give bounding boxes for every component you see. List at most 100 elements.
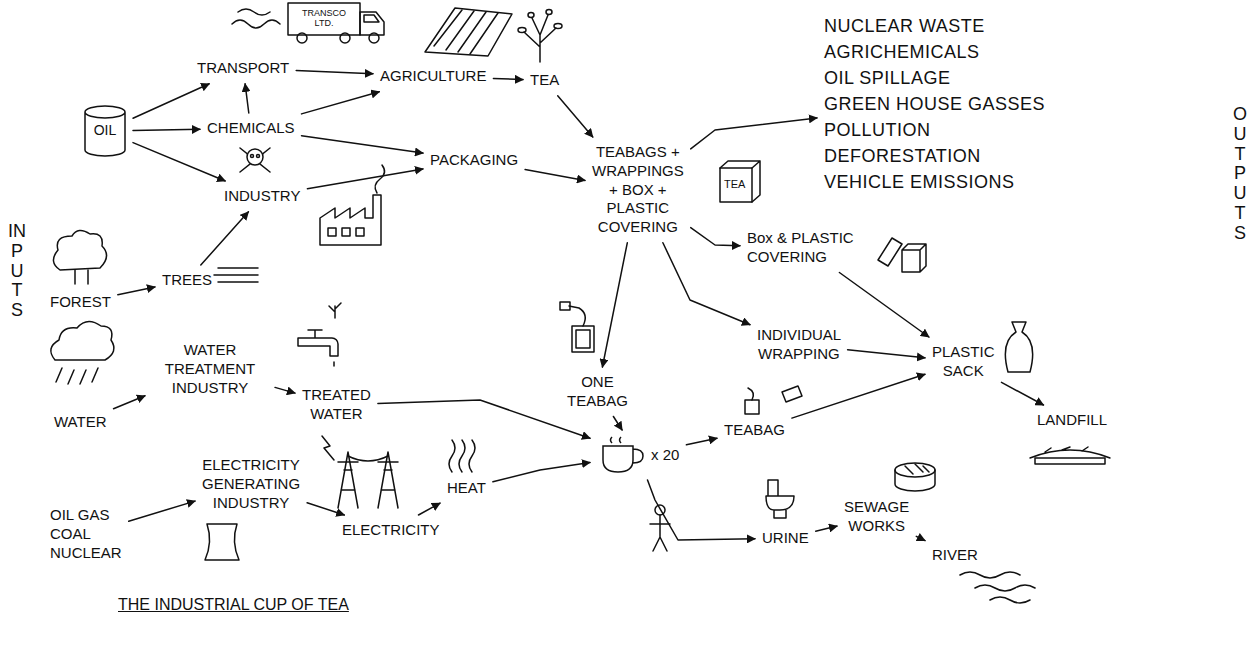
node-text: INDIVIDUAL WRAPPING — [757, 326, 841, 362]
flow-arrow — [307, 503, 344, 515]
flow-label: URINE — [760, 528, 811, 549]
node-text: RIVER — [932, 546, 978, 563]
flow-label: OIL GAS COAL NUCLEAR — [48, 505, 124, 563]
node-text: INDUSTRY — [224, 187, 300, 204]
flow-arrow — [493, 462, 590, 481]
flow-label: ELECTRICITY — [340, 520, 442, 541]
node-text: OIL — [94, 122, 117, 140]
node-text: SEWAGE WORKS — [844, 498, 909, 534]
flow-label: PACKAGING — [428, 150, 520, 171]
forest-drawing — [53, 230, 106, 284]
flow-label: AGRICULTURE — [378, 66, 488, 87]
flow-label: TEABAG — [722, 420, 787, 441]
impact-item: DEFORESTATION — [824, 143, 1045, 169]
node-text: FOREST — [50, 293, 111, 310]
landfill-drawing — [1030, 447, 1110, 464]
node-text: LANDFILL — [1037, 411, 1107, 428]
pylon-drawing — [322, 436, 398, 508]
box-lettering: TEA — [724, 178, 745, 191]
impact-item: OIL SPILLAGE — [824, 65, 1045, 91]
flow-label: CHEMICALS — [205, 118, 297, 139]
tea-cup: x 20 — [595, 435, 681, 475]
node-text: TRANSPORT — [197, 59, 289, 76]
heat-waves-drawing — [449, 440, 475, 472]
tap-drawing — [298, 303, 341, 366]
impact-item: POLLUTION — [824, 117, 1045, 143]
flow-arrow — [302, 92, 380, 114]
tea-box-drawing — [720, 161, 760, 202]
node-text: AGRICULTURE — [380, 67, 486, 84]
flow-label: TREATED WATER — [300, 385, 373, 425]
flow-label: LANDFILL — [1035, 410, 1109, 431]
flow-arrow — [663, 243, 750, 325]
node-text: HEAT — [447, 479, 486, 496]
flow-arrow — [302, 136, 424, 153]
rain-cloud-drawing — [51, 321, 114, 384]
node-text: URINE — [762, 529, 809, 546]
flow-arrow — [916, 536, 925, 540]
flow-arrow — [114, 396, 146, 409]
plastic-sack-drawing — [1005, 322, 1032, 372]
flow-label: INDIVIDUAL WRAPPING — [755, 325, 843, 365]
skull-drawing — [240, 148, 270, 172]
impact-item: VEHICLE EMISSIONS — [824, 169, 1045, 195]
node-text: ELECTRICITY — [342, 521, 440, 538]
node-text: TEA — [530, 71, 559, 88]
flow-arrow — [493, 79, 523, 80]
node-text: Box & PLASTIC COVERING — [747, 229, 854, 265]
flow-arrow — [245, 84, 249, 113]
flow-arrow — [839, 273, 929, 338]
node-text: TREES — [162, 271, 212, 288]
logs-drawing — [214, 268, 258, 282]
flow-label: ELECTRICITY GENERATING INDUSTRY — [200, 455, 302, 513]
node-text: PACKAGING — [430, 151, 518, 168]
box-and-wrapper-drawing — [878, 238, 926, 272]
truck-lettering: TRANSCO LTD. — [296, 8, 352, 29]
flow-arrow — [133, 143, 225, 181]
node-text: ONE TEABAG — [567, 373, 628, 409]
flow-label: Box & PLASTIC COVERING — [745, 228, 865, 268]
impact-list: NUCLEAR WASTEAGRICHEMICALSOIL SPILLAGEGR… — [822, 12, 1047, 196]
impact-item: GREEN HOUSE GASSES — [824, 91, 1045, 117]
flow-label: TREES — [160, 270, 214, 291]
teabag-drawing — [560, 302, 594, 352]
impact-item: AGRICHEMICALS — [824, 39, 1045, 65]
toilet-drawing — [766, 480, 794, 518]
flow-arrow — [816, 526, 837, 531]
side-heading: OUTPUTS — [1231, 105, 1249, 244]
flow-arrow — [419, 503, 441, 515]
flow-arrow — [201, 212, 249, 265]
flow-label: SEWAGE WORKS — [842, 497, 911, 537]
flow-arrow — [296, 71, 373, 74]
tea-plant-drawing — [518, 10, 562, 63]
flow-label: ONE TEABAG — [565, 372, 630, 412]
node-text: ELECTRICITY GENERATING INDUSTRY — [202, 456, 300, 511]
node-text: OIL GAS COAL NUCLEAR — [50, 506, 122, 561]
flow-arrow — [133, 129, 200, 130]
flow-arrow — [602, 243, 627, 367]
flow-label: FOREST — [48, 292, 113, 313]
truck-drawing — [232, 3, 384, 43]
flow-arrow — [648, 480, 756, 540]
node-text: TEABAG — [724, 421, 785, 438]
node-text: WATER — [54, 413, 107, 430]
node-text: TREATED WATER — [302, 386, 371, 422]
flow-arrow — [558, 96, 593, 137]
flow-arrow — [613, 417, 622, 431]
flow-arrow — [525, 170, 585, 181]
node-text: CHEMICALS — [207, 119, 295, 136]
flow-label: TRANSPORT — [195, 58, 291, 79]
diagram-title: THE INDUSTRIAL CUP OF TEA — [118, 596, 349, 614]
flow-label: PLASTIC SACK — [930, 342, 997, 382]
flow-arrow — [275, 387, 295, 393]
cup-drawing — [597, 436, 647, 474]
flow-arrow — [133, 84, 209, 119]
flow-arrow — [307, 169, 423, 189]
river-drawing — [960, 572, 1035, 603]
impact-item: NUCLEAR WASTE — [824, 13, 1045, 39]
flow-arrow — [848, 350, 925, 358]
field-drawing — [425, 8, 512, 56]
node-text: WATER TREATMENT INDUSTRY — [165, 341, 256, 396]
